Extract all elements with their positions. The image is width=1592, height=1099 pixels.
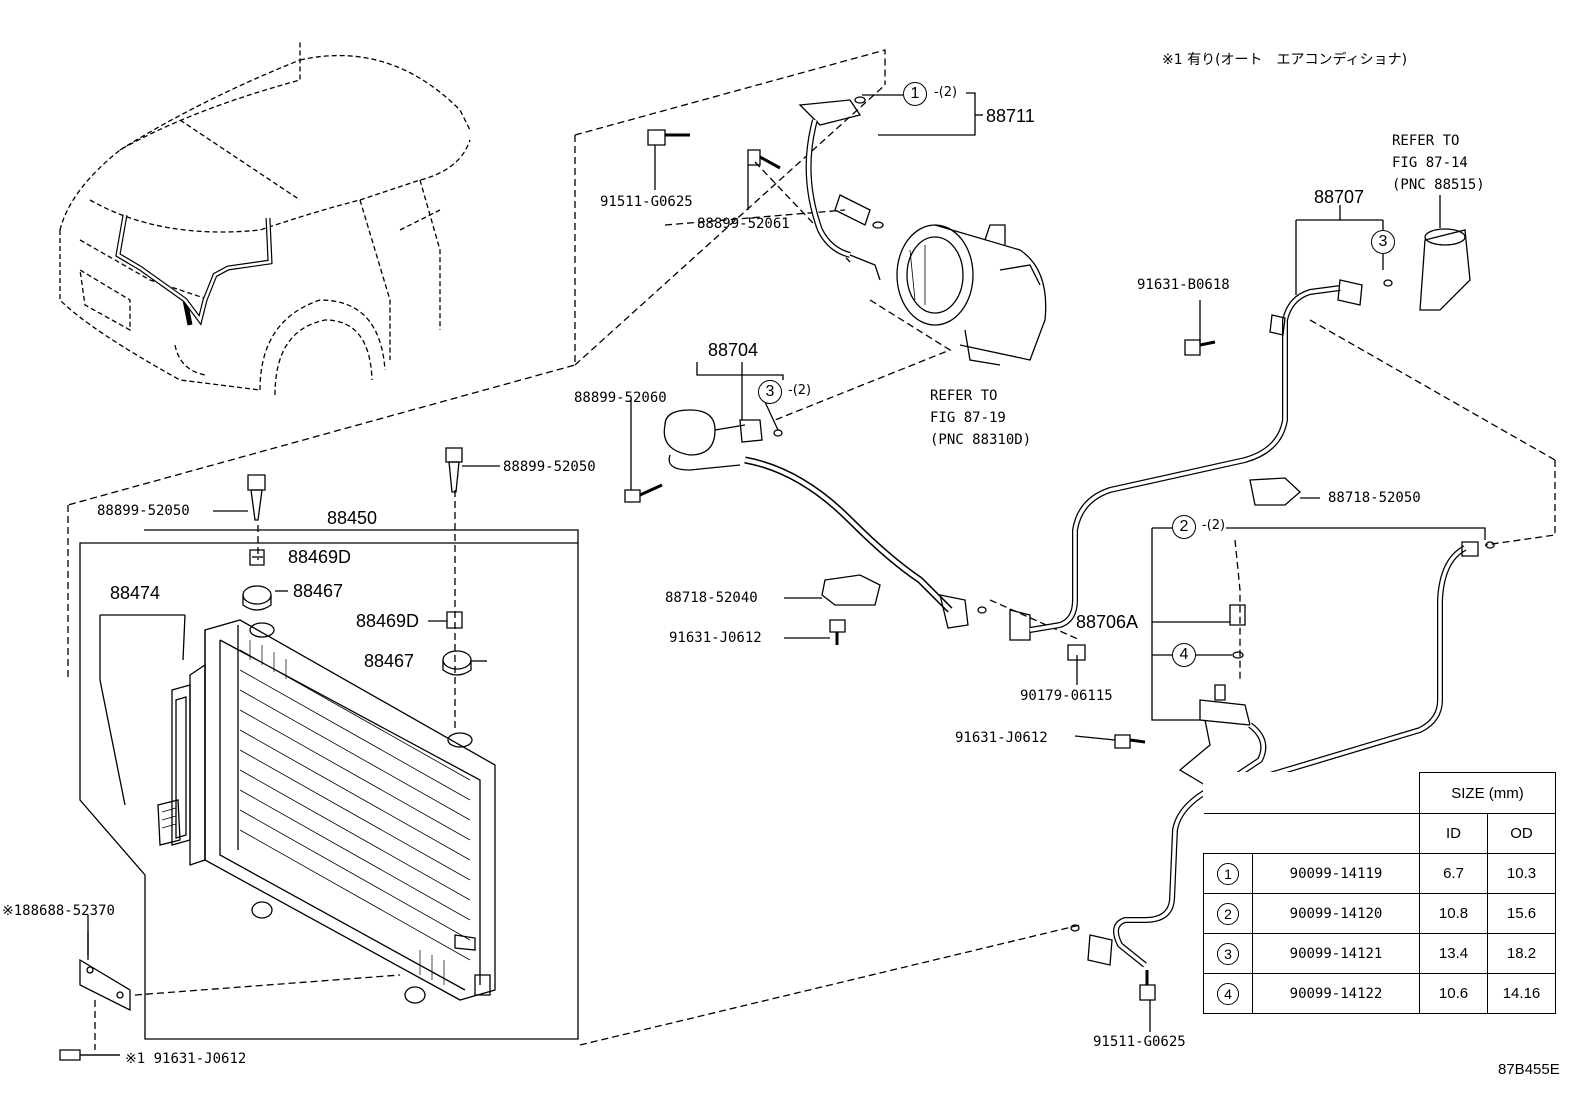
condenser-seals	[157, 684, 191, 846]
part-88469d-lower[interactable]: 88469D	[356, 611, 420, 631]
refer-fig-1: FIG 87-14	[1392, 155, 1468, 171]
pipe-88707	[1009, 279, 1393, 661]
condenser-mounts	[242, 447, 472, 676]
condenser	[189, 619, 496, 1004]
refer-label-2: REFER TO	[930, 388, 998, 404]
part-88467-lower[interactable]: 88467	[364, 651, 415, 671]
row-ref-circle: 4	[1217, 982, 1239, 1005]
table-row: 1 90099-14119 6.7 10.3	[1203, 853, 1556, 894]
row-od: 14.16	[1487, 973, 1556, 1014]
row-od: 18.2	[1487, 933, 1556, 974]
part-88704[interactable]: 88704	[708, 340, 759, 360]
row-part-number[interactable]: 90099-14122	[1252, 973, 1420, 1014]
callout-2-qty: -(2)	[1202, 518, 1226, 533]
part-90179-06115[interactable]: 90179-06115	[1020, 688, 1113, 704]
part-88469d-upper[interactable]: 88469D	[288, 547, 352, 567]
row-id: 6.7	[1419, 853, 1488, 894]
part-88899-52050-right[interactable]: 88899-52050	[503, 459, 596, 475]
part-88706a[interactable]: 88706A	[1076, 612, 1139, 632]
table-row: 2 90099-14120 10.8 15.6	[1203, 893, 1556, 934]
compressor	[896, 224, 1047, 366]
table-row: 3 90099-14121 13.4 18.2	[1203, 933, 1556, 974]
row-od: 10.3	[1487, 853, 1556, 894]
size-table-header: SIZE (mm)	[1419, 772, 1556, 814]
auto-ac-note: ※1 有り(オート エアコンディショナ)	[1162, 52, 1408, 68]
table-row: 4 90099-14122 10.6 14.16	[1203, 973, 1556, 1014]
part-88718-52050[interactable]: 88718-52050	[1328, 490, 1421, 506]
row-od: 15.6	[1487, 893, 1556, 934]
diagram-code: 87B455E	[1498, 1061, 1560, 1078]
part-88450[interactable]: 88450	[327, 508, 378, 528]
part-88474[interactable]: 88474	[110, 583, 161, 603]
expansion-valve	[1419, 195, 1471, 311]
part-91511-g0625-bottom[interactable]: 91511-G0625	[1093, 1034, 1186, 1050]
bolts-top	[647, 129, 781, 170]
refer-fig-2: FIG 87-19	[930, 410, 1006, 426]
part-88718-52040[interactable]: 88718-52040	[665, 590, 758, 606]
callout-1[interactable]: 1	[903, 82, 927, 106]
part-88899-52061[interactable]: 88899-52061	[697, 216, 790, 232]
bracket-88718-52050	[1249, 477, 1301, 506]
callout-4[interactable]: 4	[1172, 643, 1196, 667]
row-ref-circle: 3	[1217, 942, 1239, 965]
row-part-number[interactable]: 90099-14119	[1252, 853, 1420, 894]
bracket-88718-52040	[821, 574, 881, 645]
size-table-col-id: ID	[1419, 813, 1488, 854]
leader-lines	[80, 92, 1486, 1056]
part-88899-52050-left[interactable]: 88899-52050	[97, 503, 190, 519]
refer-label-1: REFER TO	[1392, 133, 1460, 149]
size-table-col-od: OD	[1487, 813, 1556, 854]
row-ref-circle: 1	[1217, 862, 1239, 885]
callout-1-qty: -(2)	[934, 85, 958, 100]
part-91631-b0618[interactable]: 91631-B0618	[1137, 277, 1230, 293]
o-ring-size-table: SIZE (mm) ID OD 1 90099-14119 6.7 10.3 2…	[1203, 772, 1556, 1014]
part-91631-j0612-right[interactable]: 91631-J0612	[955, 730, 1048, 746]
row-id: 10.6	[1419, 973, 1488, 1014]
row-id: 13.4	[1419, 933, 1488, 974]
row-part-number[interactable]: 90099-14121	[1252, 933, 1420, 974]
part-91631-j0612-bottom[interactable]: ※1 91631-J0612	[125, 1051, 247, 1067]
hose-88704	[624, 409, 987, 629]
callout-3-hose[interactable]: 3	[758, 380, 782, 404]
part-88711[interactable]: 88711	[986, 106, 1035, 126]
callout-3-pipe[interactable]: 3	[1371, 230, 1395, 254]
refer-pnc-2[interactable]: (PNC 88310D)	[930, 432, 1032, 448]
part-91631-j0612-mid[interactable]: 91631-J0612	[669, 630, 762, 646]
vehicle-sketch	[59, 40, 471, 396]
row-ref-circle: 2	[1217, 902, 1239, 925]
part-88707[interactable]: 88707	[1314, 187, 1365, 207]
callout-3-hose-qty: -(2)	[788, 383, 812, 398]
row-part-number[interactable]: 90099-14120	[1252, 893, 1420, 934]
part-91511-g0625-top[interactable]: 91511-G0625	[600, 194, 693, 210]
part-88467-upper[interactable]: 88467	[293, 581, 344, 601]
part-88899-52060[interactable]: 88899-52060	[574, 390, 667, 406]
part-88688-52370[interactable]: ※188688-52370	[2, 903, 115, 919]
hose-88711	[798, 96, 884, 281]
row-id: 10.8	[1419, 893, 1488, 934]
refer-pnc-1[interactable]: (PNC 88515)	[1392, 177, 1485, 193]
liquid-pipe	[1070, 541, 1495, 1001]
callout-2[interactable]: 2	[1172, 515, 1196, 539]
